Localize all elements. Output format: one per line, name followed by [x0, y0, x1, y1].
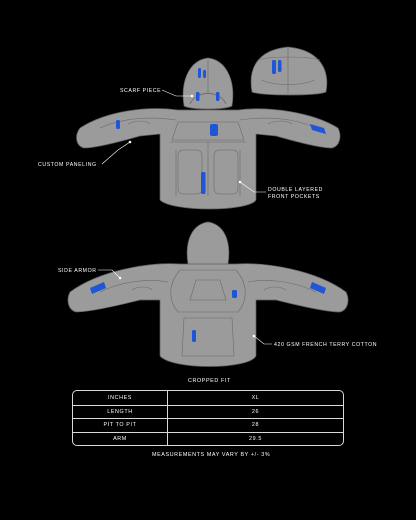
- side-armor-blue-left: [90, 282, 106, 294]
- table-row: PIT TO PIT 28: [73, 418, 343, 432]
- sleeve-blue-left: [116, 120, 120, 129]
- row-value: 29.5: [249, 435, 262, 442]
- front-view-drawing: [76, 57, 341, 210]
- side-armor-blue-right: [310, 282, 326, 294]
- row-value: 26: [251, 408, 260, 415]
- table-row: LENGTH 26: [73, 404, 343, 418]
- callout-custom-paneling: CUSTOM PANELING: [38, 140, 132, 168]
- callout-fabric: 420 GSM FRENCH TERRY COTTON: [252, 334, 377, 348]
- svg-text:SCARF PIECE: SCARF PIECE: [120, 88, 161, 94]
- row-label: PIT TO PIT: [73, 419, 168, 432]
- hood-front-blue-1: [198, 68, 201, 78]
- hood-blue-panel-left: [272, 60, 276, 74]
- callout-side-armor: SIDE ARMOR: [58, 268, 122, 280]
- svg-text:CUSTOM PANELING: CUSTOM PANELING: [38, 162, 97, 168]
- front-pocket-right: [213, 149, 239, 195]
- back-blue-lower: [192, 330, 196, 342]
- hood-blue-panel-right: [278, 60, 282, 72]
- svg-text:420 GSM FRENCH TERRY COTTON: 420 GSM FRENCH TERRY COTTON: [274, 342, 377, 348]
- size-table: INCHES XL LENGTH 26 PIT TO PIT 28 ARM 29…: [72, 390, 344, 446]
- row-label: ARM: [73, 432, 168, 445]
- callout-scarf-piece: SCARF PIECE: [120, 88, 194, 98]
- hood-front-blue-2: [203, 70, 206, 78]
- chest-blue: [210, 124, 218, 136]
- table-row: INCHES XL: [73, 391, 343, 405]
- row-label: INCHES: [73, 391, 168, 405]
- row-label: LENGTH: [73, 405, 168, 418]
- fit-label: CROPPED FIT: [188, 378, 231, 384]
- callout-front-pockets: DOUBLE LAYERED FRONT POCKETS: [238, 180, 323, 200]
- svg-text:DOUBLE LAYERED: DOUBLE LAYERED: [268, 187, 323, 193]
- scarf-blue-left: [196, 92, 200, 101]
- hood-detail-drawing: [250, 46, 328, 96]
- front-pocket-left: [177, 149, 203, 195]
- footnote: MEASUREMENTS MAY VARY BY +/- 3%: [152, 452, 271, 458]
- row-value: XL: [251, 394, 260, 401]
- row-value: 28: [251, 422, 260, 429]
- scarf-blue-right: [216, 92, 220, 101]
- back-blue-side: [232, 290, 237, 298]
- front-pocket-blue: [201, 172, 206, 194]
- back-view-drawing: [67, 221, 349, 367]
- svg-text:SIDE ARMOR: SIDE ARMOR: [58, 268, 97, 274]
- svg-text:FRONT POCKETS: FRONT POCKETS: [268, 194, 320, 200]
- sleeve-blue-right: [310, 124, 326, 134]
- table-row: ARM 29.5: [73, 431, 343, 445]
